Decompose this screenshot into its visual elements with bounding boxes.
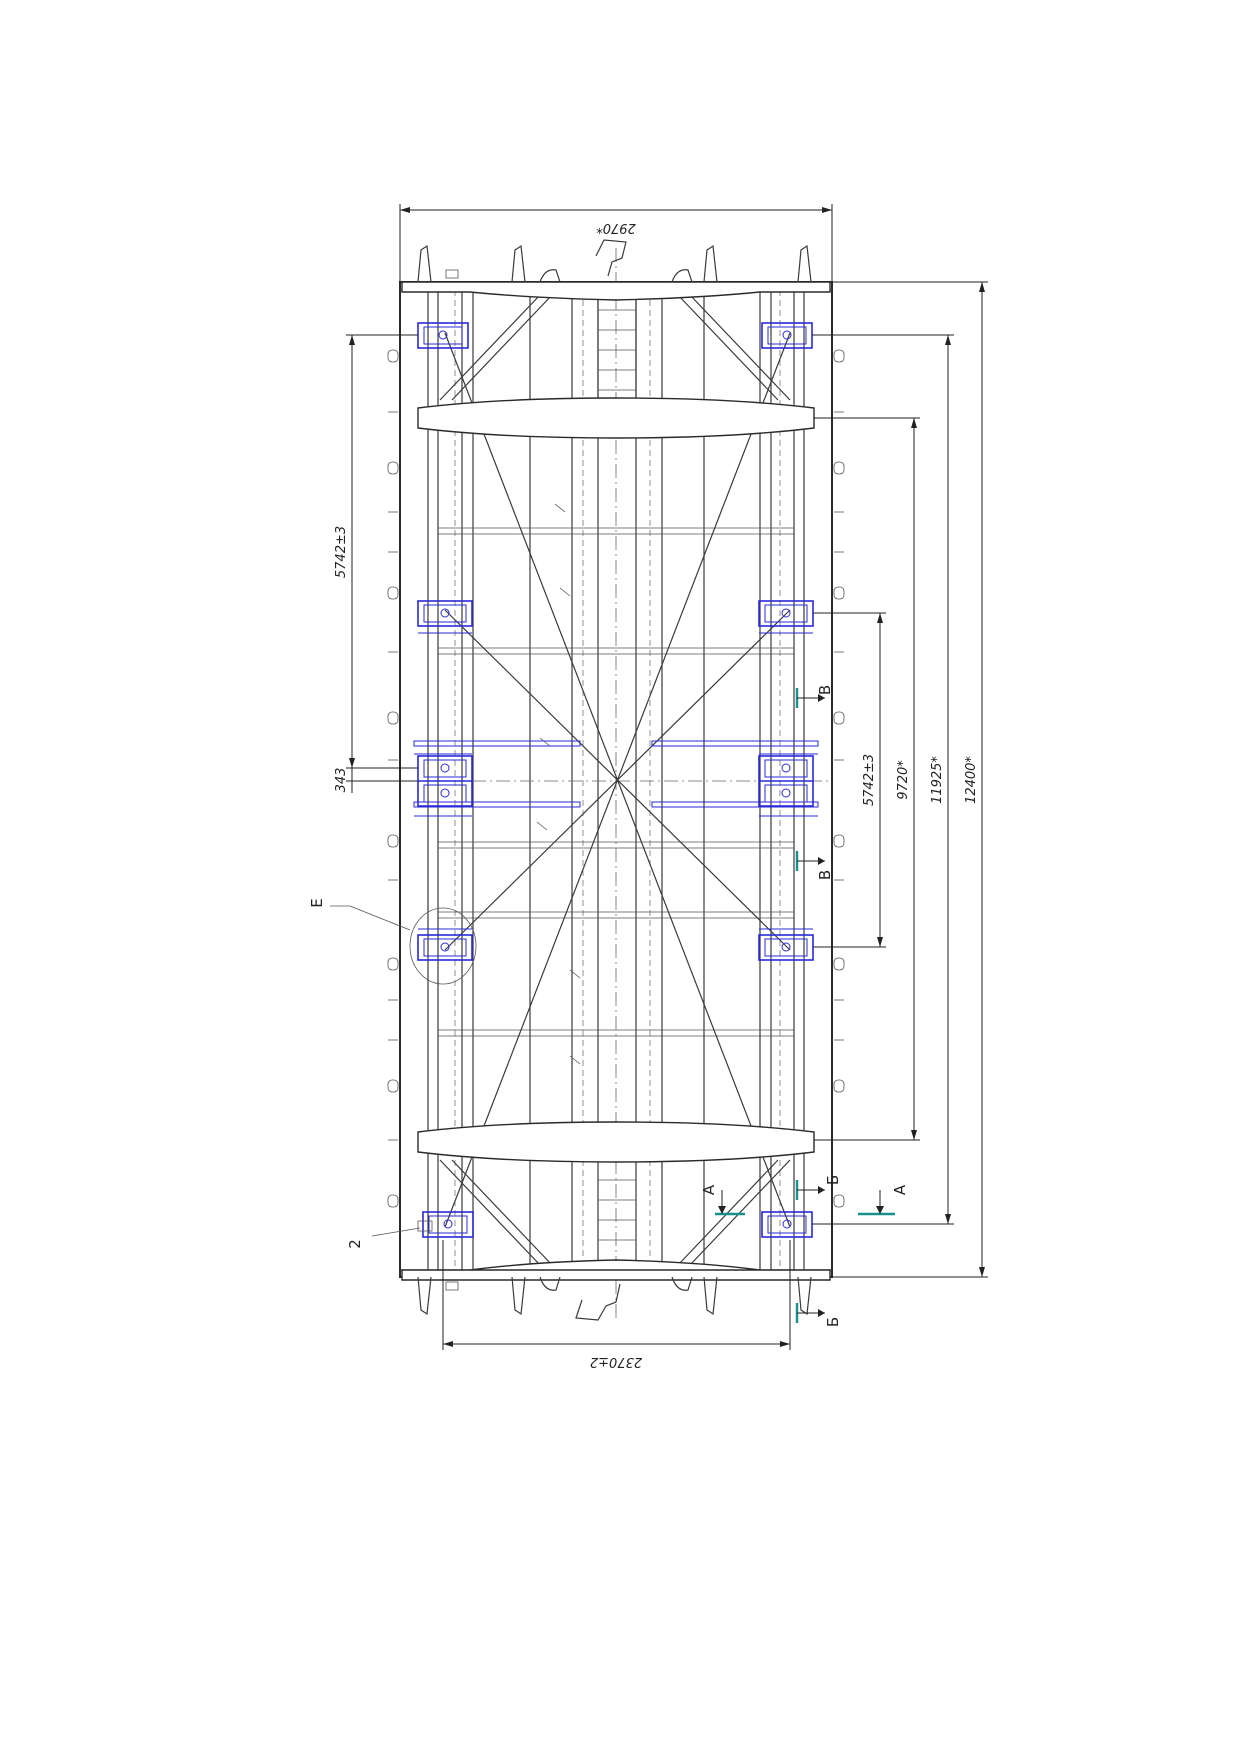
dimension-left [346, 334, 418, 793]
dimension-bottom [442, 1240, 791, 1350]
callout-detail-e: Е [308, 898, 326, 907]
diagonal-braces [439, 294, 791, 1266]
section-label-a-right: А [891, 1184, 909, 1195]
dim-overall-width: 2970* [596, 220, 636, 235]
dim-bottom-width: 2370±2 [590, 1354, 642, 1369]
dim-bolster-spacing: 9720* [896, 760, 911, 800]
end-beams [401, 281, 831, 1281]
coupler-top [595, 239, 627, 277]
section-label-six-right: Б [824, 1175, 842, 1185]
dimension-top [399, 204, 833, 282]
section-label-six-bottom: Б [824, 1317, 842, 1327]
section-label-b-top: В [816, 685, 834, 695]
dim-frame-length: 11925* [930, 756, 945, 804]
stake-pockets-left [387, 349, 399, 1208]
section-label-a-left: А [700, 1184, 718, 1195]
part-2-leader [371, 1227, 421, 1237]
section-label-b-bottom: В [816, 870, 834, 880]
detail-e-circle [409, 907, 477, 985]
end-stanchions-top [417, 239, 812, 283]
dim-overall-length: 12400* [964, 756, 979, 804]
stake-pockets-right [833, 349, 845, 1208]
dimension-right [812, 281, 988, 1278]
section-markers [715, 688, 895, 1323]
detail-e-leader [349, 905, 411, 931]
callout-part-2: 2 [346, 1239, 364, 1249]
dim-left-gap: 343 [334, 768, 349, 793]
dim-inner-spacing: 5742±3 [862, 754, 877, 806]
frame-outline [399, 281, 833, 1278]
coupler-bottom [575, 1283, 621, 1321]
body-bolsters [417, 397, 815, 1163]
dim-left-span: 5742±3 [334, 526, 349, 578]
bearing-blocks [413, 322, 819, 1238]
end-stanchions-bottom [417, 1276, 812, 1321]
